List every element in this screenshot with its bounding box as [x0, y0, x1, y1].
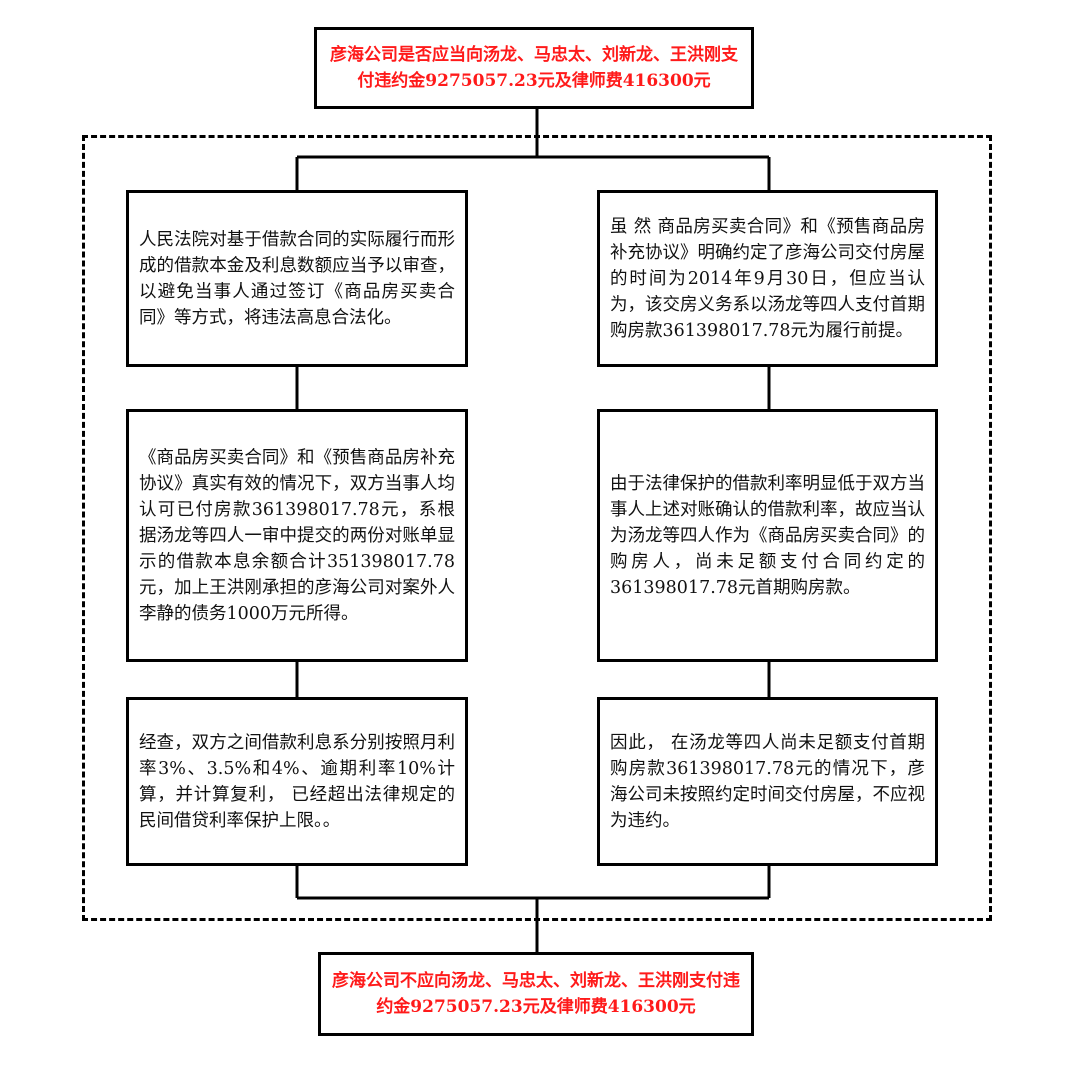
right-box-1: 虽 然 商品房买卖合同》和《预售商品房补充协议》明确约定了彦海公司交付房屋的时间…: [597, 190, 938, 367]
right-box-2-text: 由于法律保护的借款利率明显低于双方当事人上述对账确认的借款利率，故应当认为汤龙等…: [610, 473, 925, 598]
left-box-1-text: 人民法院对基于借款合同的实际履行而形成的借款本金及利息数额应当予以审查，以避免当…: [139, 229, 455, 328]
right-box-3-text: 因此， 在汤龙等四人尚未足额支付首期购房款361398017.78元的情况下，彦…: [610, 732, 925, 831]
left-box-2: 《商品房买卖合同》和《预售商品房补充协议》真实有效的情况下，双方当事人均认可已付…: [126, 409, 468, 662]
left-box-2-text: 《商品房买卖合同》和《预售商品房补充协议》真实有效的情况下，双方当事人均认可已付…: [139, 447, 455, 624]
right-box-2: 由于法律保护的借款利率明显低于双方当事人上述对账确认的借款利率，故应当认为汤龙等…: [597, 409, 938, 662]
analysis-group-frame: [82, 135, 992, 921]
conclusion-text: 彦海公司不应向汤龙、马忠太、刘新龙、王洪刚支付违约金9275057.23元及律师…: [332, 971, 740, 1017]
left-box-1: 人民法院对基于借款合同的实际履行而形成的借款本金及利息数额应当予以审查，以避免当…: [126, 190, 468, 367]
question-box: 彦海公司是否应当向汤龙、马忠太、刘新龙、王洪刚支付违约金9275057.23元及…: [314, 27, 754, 109]
left-box-3-text: 经查，双方之间借款利息系分别按照月利率3%、3.5%和4%、逾期利率10%计算，…: [139, 732, 455, 831]
right-box-1-text: 虽 然 商品房买卖合同》和《预售商品房补充协议》明确约定了彦海公司交付房屋的时间…: [610, 216, 925, 341]
conclusion-box: 彦海公司不应向汤龙、马忠太、刘新龙、王洪刚支付违约金9275057.23元及律师…: [318, 952, 754, 1036]
right-box-3: 因此， 在汤龙等四人尚未足额支付首期购房款361398017.78元的情况下，彦…: [597, 697, 938, 866]
left-box-3: 经查，双方之间借款利息系分别按照月利率3%、3.5%和4%、逾期利率10%计算，…: [126, 697, 468, 866]
question-text: 彦海公司是否应当向汤龙、马忠太、刘新龙、王洪刚支付违约金9275057.23元及…: [330, 45, 738, 91]
